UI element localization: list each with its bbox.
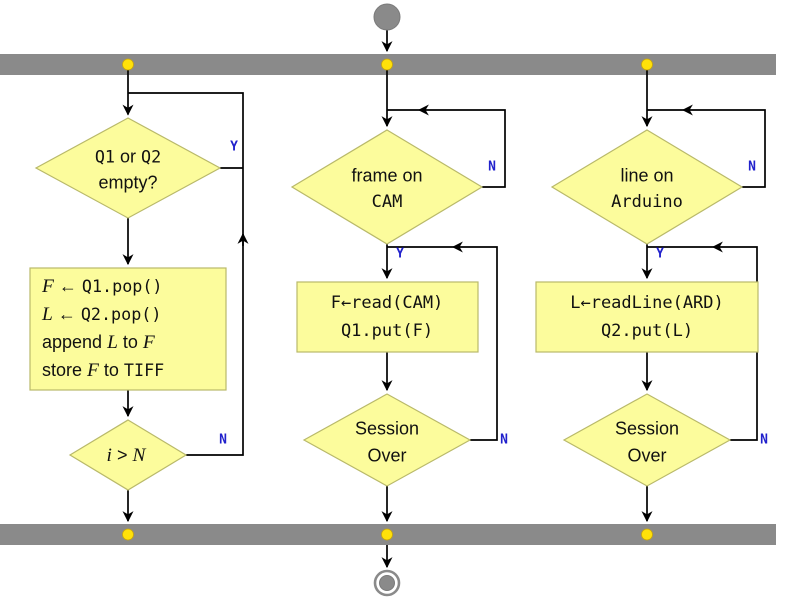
decision-session-over-cam-shape [302, 393, 472, 487]
decision-frame-on-cam-shape [290, 129, 484, 245]
op-gt: > [111, 445, 133, 465]
decision-frame-on-cam-line1: frame on [351, 165, 423, 186]
branch-label-yes-mid: Y [396, 246, 404, 262]
sync-dot [122, 58, 134, 71]
word-to: to [117, 332, 143, 352]
code-q1: Q1 [94, 146, 115, 167]
edge-right-loop1 [681, 104, 766, 188]
process-pop-store-shape [29, 267, 227, 391]
decision-queues-empty-shape [34, 117, 222, 219]
var-i: i [106, 445, 112, 466]
start-node [373, 3, 401, 31]
end-node [373, 569, 401, 597]
process-read-cam-line1: F←read(CAM) [330, 293, 444, 313]
decision-queues-empty-line1: Q1 or Q2 [95, 147, 161, 168]
decision-session-over-arduino-line1: Session [614, 418, 680, 439]
var-l: L [107, 332, 118, 353]
word-to: to [98, 360, 124, 380]
code-tiff: TIFF [123, 360, 165, 380]
decision-session-over-arduino-line2: Over [627, 445, 667, 466]
code-q1-pop: Q1.pop() [81, 276, 163, 296]
decision-session-over-cam-line1: Session [354, 418, 420, 439]
sync-dot [122, 528, 134, 541]
var-f: F [142, 332, 155, 353]
sync-dot [381, 528, 393, 541]
assign-arrow: ← [53, 276, 82, 296]
sync-dots [122, 58, 653, 541]
decision-session-over-cam-line2: Over [367, 445, 407, 466]
decision-i-gt-n-shape [68, 419, 188, 491]
sync-dot [381, 58, 393, 71]
branch-label-yes-right: Y [656, 246, 664, 262]
word-append: append [42, 332, 108, 352]
branch-label-no-left: N [219, 432, 227, 448]
edge-mid-loop1 [417, 104, 506, 188]
branch-label-no-mid-bottom: N [500, 432, 508, 448]
var-l: L [42, 304, 53, 325]
branch-label-no-right-bottom: N [760, 432, 768, 448]
decision-session-over-arduino-shape [562, 393, 732, 487]
process-read-arduino-line1: L←readLine(ARD) [570, 293, 724, 313]
decision-line-on-arduino-shape [550, 129, 744, 245]
edge-mid-loop2 [451, 241, 498, 441]
process-read-arduino-line2: Q2.put(L) [600, 321, 694, 341]
var-f: F [42, 276, 54, 297]
sync-dot [641, 58, 653, 71]
process-pop-store-line3: append L to F [42, 332, 155, 354]
assign-arrow: ← [52, 304, 81, 324]
decision-frame-on-cam-line2: CAM [371, 192, 403, 212]
word-or: or [114, 146, 142, 167]
edge-left-loop [128, 92, 244, 456]
decision-queues-empty-line2: empty? [98, 172, 158, 193]
process-read-cam-line2: Q1.put(F) [340, 321, 434, 341]
branch-label-yes-left: Y [230, 139, 238, 155]
process-pop-store-line2: L ← Q2.pop() [42, 304, 161, 326]
code-q2-pop: Q2.pop() [80, 304, 162, 324]
code-q2: Q2 [141, 146, 162, 167]
decision-line-on-arduino-line2: Arduino [611, 192, 683, 212]
process-pop-store-line1: F ← Q1.pop() [42, 276, 163, 298]
process-read-arduino-shape [535, 281, 759, 353]
branch-label-no-mid-top: N [488, 159, 496, 175]
process-pop-store-line4: store F to TIFF [42, 360, 164, 382]
flow-edges [122, 30, 766, 569]
word-store: store [42, 360, 88, 380]
process-read-cam-shape [296, 281, 479, 353]
decision-line-on-arduino-line1: line on [620, 165, 674, 186]
sync-dot [641, 528, 653, 541]
var-f: F [87, 360, 99, 381]
var-n: N [132, 445, 146, 466]
decision-i-gt-n-label: i > N [107, 445, 146, 467]
branch-label-no-right-top: N [748, 159, 756, 175]
